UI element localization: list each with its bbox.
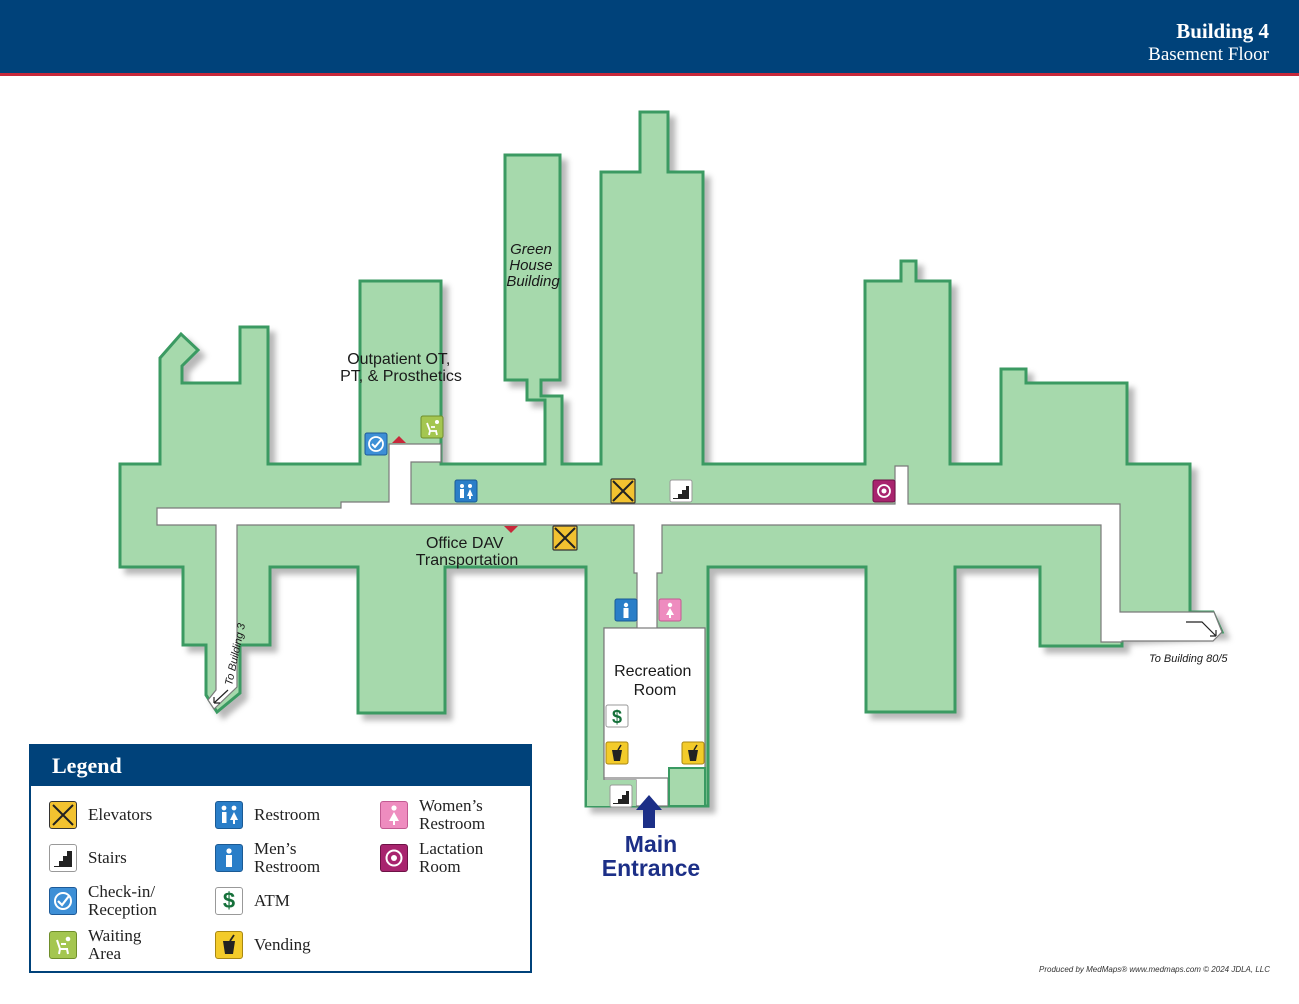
- legend-item-stairs: Stairs: [49, 844, 127, 872]
- arrow-to-building-80: [1186, 621, 1217, 637]
- legend-item-vending: Vending: [215, 931, 311, 959]
- elevator-icon: [49, 801, 77, 829]
- label-office-dav: Office DAV Transportation: [416, 535, 519, 569]
- elevator-icon-south[interactable]: [552, 525, 578, 551]
- svg-text:$: $: [612, 707, 622, 727]
- door-marker-outpatient: [392, 436, 406, 443]
- legend-item-checkin: Check-in/Reception: [49, 883, 157, 919]
- floor-areas: [118, 110, 1225, 808]
- legend-title: Legend: [31, 746, 530, 786]
- womens-restroom-icon[interactable]: [658, 598, 682, 622]
- vending-icon-west[interactable]: [605, 741, 629, 765]
- credit-line: Produced by MedMaps® www.medmaps.com © 2…: [1039, 965, 1270, 974]
- main-floor-area: [118, 110, 1225, 808]
- checkin-reception-icon: [49, 887, 77, 915]
- restroom-icon[interactable]: [454, 479, 478, 503]
- stairs-icon: [49, 844, 77, 872]
- main-entrance-label: Main Entrance: [601, 831, 701, 881]
- vending-icon-east[interactable]: [681, 741, 705, 765]
- header-bar: Building 4 Basement Floor: [0, 0, 1299, 76]
- main-entrance-arrow-icon[interactable]: [636, 795, 662, 828]
- label-green-house: Green House Building: [506, 241, 560, 290]
- stairs-icon-south[interactable]: [609, 784, 633, 808]
- restroom-icon: [215, 801, 243, 829]
- door-marker-dav: [504, 526, 518, 533]
- legend-panel: Legend Elevators Stairs Check-in/Recepti…: [29, 744, 532, 973]
- womens-restroom-icon: [380, 801, 408, 829]
- legend-item-elevators: Elevators: [49, 801, 152, 829]
- mens-restroom-icon: [215, 844, 243, 872]
- floor-title: Basement Floor: [1148, 44, 1269, 65]
- stairs-icon-north[interactable]: [669, 479, 693, 503]
- lactation-room-icon: [380, 844, 408, 872]
- atm-icon: $: [215, 887, 243, 915]
- label-recreation-room: Recreation Room: [614, 663, 696, 699]
- building-title: Building 4: [1176, 19, 1269, 43]
- mens-restroom-icon[interactable]: [614, 598, 638, 622]
- legend-item-restroom: Restroom: [215, 801, 320, 829]
- checkin-icon[interactable]: [364, 432, 388, 456]
- arrow-to-building-3: [213, 689, 229, 704]
- atm-icon[interactable]: $: [605, 704, 629, 728]
- lactation-room-icon[interactable]: [872, 479, 896, 503]
- label-outpatient: Outpatient OT, PT, & Prosthetics: [340, 351, 462, 385]
- waiting-area-icon: [49, 931, 77, 959]
- label-to-building-80: To Building 80/5: [1149, 653, 1228, 665]
- elevator-icon-north[interactable]: [610, 478, 636, 504]
- vending-icon: [215, 931, 243, 959]
- waiting-area-icon[interactable]: [420, 415, 444, 439]
- legend-item-atm: $ ATM: [215, 887, 290, 915]
